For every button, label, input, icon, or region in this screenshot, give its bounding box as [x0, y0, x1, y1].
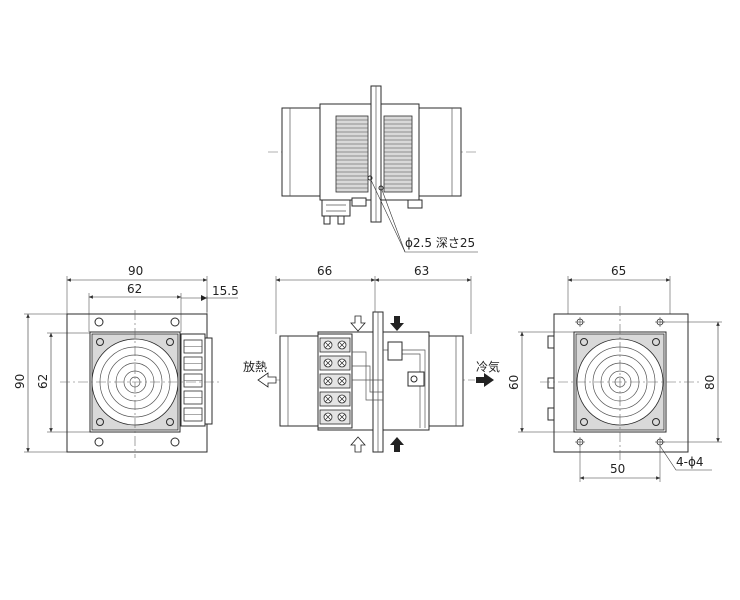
cold-air-arrow [476, 373, 494, 387]
top-view-terminal [321, 199, 351, 217]
top-hole-note: ϕ2.5 深さ25 [405, 236, 475, 250]
cold-label: 冷気 [476, 359, 500, 374]
airflow-up-solid-arrow [390, 437, 404, 452]
right-width-top: 65 [611, 264, 626, 278]
right-height-outer: 80 [703, 375, 717, 390]
center-left-depth: 66 [317, 264, 332, 278]
top-view-right-fins [383, 115, 413, 193]
left-width-outer: 90 [128, 264, 143, 278]
left-height-inner: 62 [36, 374, 50, 389]
right-hole-leader [659, 445, 712, 471]
right-hole-pitch: 50 [610, 462, 625, 476]
left-offset: 15.5 [212, 284, 239, 298]
top-view-left-fins [335, 115, 369, 193]
airflow-down-solid-arrow [390, 316, 404, 331]
airflow-down-outline-arrow [350, 315, 366, 332]
top-view-right-cylinder [418, 107, 462, 197]
heat-label: 放熱 [243, 359, 267, 374]
left-height-outer: 90 [13, 374, 27, 389]
airflow-up-outline-arrow [350, 436, 366, 453]
center-view: 放熱 冷気 66 63 [243, 264, 500, 453]
left-width-inner: 62 [127, 282, 142, 296]
left-view: 90 62 15.5 90 62 [13, 264, 239, 458]
top-view-hole [367, 175, 373, 181]
center-left-cylinder [279, 335, 321, 427]
top-view-left-cylinder [281, 107, 323, 197]
heat-exhaust-arrow [257, 372, 277, 388]
right-hole-note: 4-ϕ4 [676, 455, 704, 469]
right-height-inner: 60 [507, 375, 521, 390]
center-right-depth: 63 [414, 264, 429, 278]
top-view: ϕ2.5 深さ25 [268, 85, 478, 253]
right-view: 65 60 80 50 4-ϕ4 [507, 264, 722, 482]
center-right-cylinder [428, 335, 464, 427]
